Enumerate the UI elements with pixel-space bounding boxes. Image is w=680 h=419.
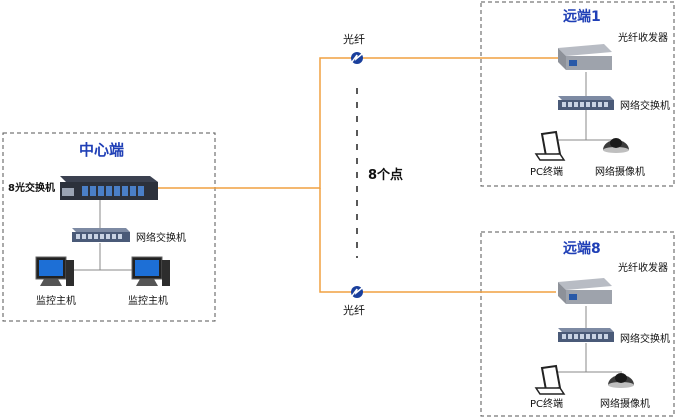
fiber-top-label: 光纤 bbox=[343, 33, 365, 46]
fiber-connector-bottom-icon bbox=[351, 286, 363, 298]
remote1-site-title: 远端1 bbox=[563, 9, 601, 25]
remote1-links bbox=[552, 72, 616, 141]
remote1-camera-label: 网络摄像机 bbox=[595, 167, 645, 178]
remote8-network-switch-icon bbox=[558, 328, 614, 342]
center-network-switch-icon bbox=[72, 228, 130, 242]
monitor-host-1-icon bbox=[35, 256, 74, 286]
remote1-site-box bbox=[480, 1, 675, 187]
remote8-pc-label: PC终端 bbox=[530, 399, 564, 410]
center-site-title: 中心端 bbox=[79, 141, 125, 159]
remote8-fiber-transceiver-icon bbox=[558, 278, 612, 304]
fiber-lines bbox=[152, 57, 560, 293]
remote8-pc-terminal-icon bbox=[534, 364, 566, 395]
remote1-transceiver-label: 光纤收发器 bbox=[618, 33, 668, 44]
fiber-bottom-label: 光纤 bbox=[343, 304, 365, 317]
monitor-host-1-label: 监控主机 bbox=[36, 296, 76, 307]
optical-switch-8-label: 8光交换机 bbox=[8, 183, 55, 194]
remote8-site-title: 远端8 bbox=[563, 241, 601, 257]
remote1-network-camera-icon bbox=[603, 138, 629, 153]
fiber-connector-top-icon bbox=[351, 52, 363, 64]
remote1-pc-terminal-icon bbox=[534, 130, 566, 161]
monitor-host-2-label: 监控主机 bbox=[128, 296, 168, 307]
remote1-fiber-transceiver-icon bbox=[558, 44, 612, 70]
remote8-camera-label: 网络摄像机 bbox=[600, 399, 650, 410]
remote1-network-switch-icon bbox=[558, 96, 614, 110]
remote1-network-switch-label: 网络交换机 bbox=[620, 101, 670, 112]
remote1-pc-label: PC终端 bbox=[530, 167, 564, 178]
remote8-network-switch-label: 网络交换机 bbox=[620, 334, 670, 345]
remote8-links bbox=[552, 306, 622, 373]
monitor-host-2-icon bbox=[131, 256, 170, 286]
center-network-switch-label: 网络交换机 bbox=[136, 233, 186, 244]
remote8-site-box bbox=[480, 231, 675, 417]
optical-switch-8-icon bbox=[60, 176, 158, 200]
remote8-network-camera-icon bbox=[608, 373, 634, 388]
remote8-transceiver-label: 光纤收发器 bbox=[618, 263, 668, 274]
center-site-box bbox=[2, 132, 216, 322]
points-count-label: 8个点 bbox=[368, 168, 404, 183]
